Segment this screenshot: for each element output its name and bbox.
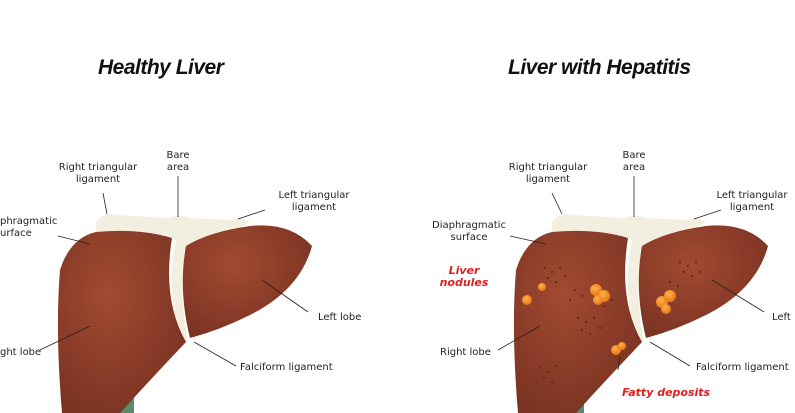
liver-nodules-group [522,283,676,355]
nodule-cluster [590,284,610,305]
nodule [538,283,546,291]
right-lobe [513,230,642,413]
healthy-liver-title: Healthy Liver [98,56,224,79]
label-fatty-deposits: Fatty deposits [622,386,711,399]
label-left-triangular-ligament: Left triangular ligament [716,190,788,213]
label-bare-area: Bare area [622,150,646,173]
label-falciform-ligament: Falciform ligament [240,362,333,373]
label-right-triangular-ligament: Right triangular ligament [508,162,588,185]
left-lobe [182,225,312,338]
ligament-band [96,214,250,345]
label-right-lobe: Right lobe [440,347,491,358]
left-lobe [638,225,768,338]
right-lobe [57,230,186,413]
label-right-triangular-ligament: Right triangular ligament [58,162,138,185]
label-left-lobe: Left [772,312,791,323]
label-diaphragmatic-surface: phragmatic urface [0,216,58,239]
liver-speckles [538,260,702,384]
fatty-deposit [611,342,626,355]
hepatitis-liver-title: Liver with Hepatitis [508,56,691,79]
nodule-cluster [656,290,676,314]
ligament-band [552,214,706,345]
label-bare-area: Bare area [166,150,190,173]
hepatitis-liver [497,176,768,413]
label-diaphragmatic-surface: Diaphragmatic surface [432,220,506,243]
label-liver-nodules: Liver nodules [439,264,489,289]
label-left-lobe: Left lobe [318,312,362,323]
healthy-liver [39,176,312,413]
label-left-triangular-ligament: Left triangular ligament [278,190,350,213]
label-right-lobe: ght lobe [0,347,42,358]
nodule [522,295,532,305]
label-falciform-ligament: Falciform ligament [696,362,789,373]
